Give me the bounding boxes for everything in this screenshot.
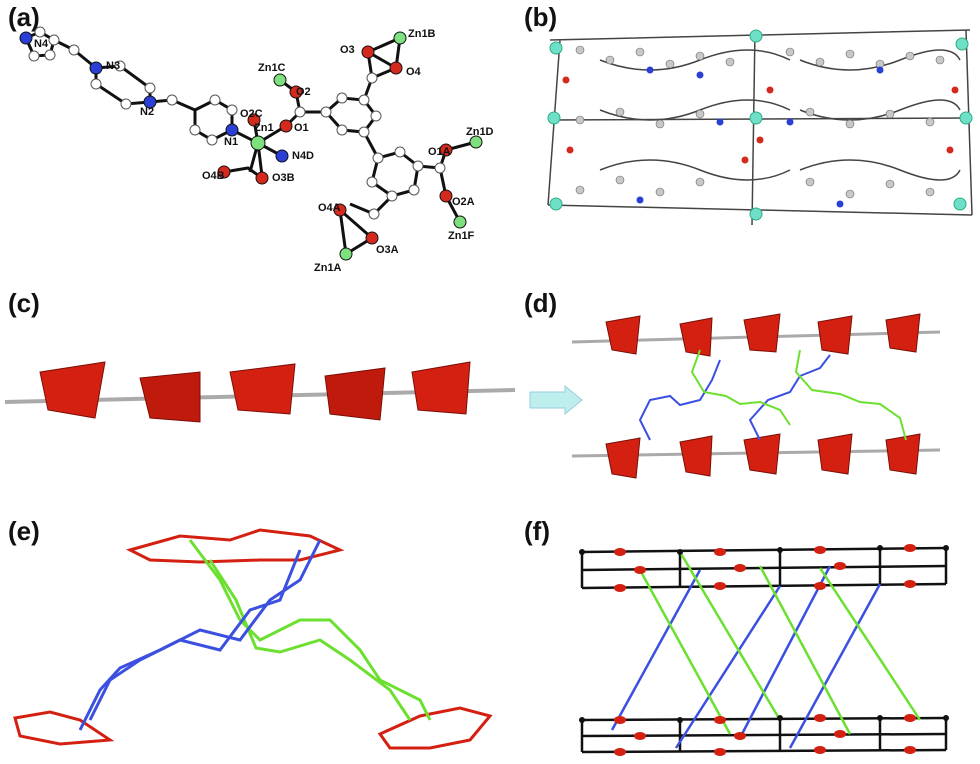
label-O4A: O4A (318, 202, 341, 214)
label-N4D: N4D (292, 150, 315, 162)
label-O4: O4 (406, 66, 421, 78)
panel-label-c: (c) (8, 288, 40, 318)
label-Zn1: Zn1 (254, 122, 274, 134)
label-Zn1F: Zn1F (448, 230, 475, 242)
label-O2A: O2A (452, 196, 475, 208)
panel-a-structure (19, 26, 483, 261)
label-Zn1C: Zn1C (258, 62, 286, 74)
label-Zn1D: Zn1D (466, 126, 494, 138)
label-N3: N3 (106, 60, 121, 72)
panel-label-d: (d) (524, 288, 558, 318)
label-O3B: O3B (272, 172, 295, 184)
label-Zn1B: Zn1B (408, 28, 436, 40)
label-O4B: O4B (202, 170, 225, 182)
panel-label-b: (b) (524, 2, 558, 32)
panel-label-f: (f) (524, 516, 550, 546)
panel-label-e: (e) (8, 516, 40, 546)
label-O1A: O1A (428, 146, 451, 158)
label-N4: N4 (34, 38, 49, 50)
panel-label-a: (a) (8, 2, 40, 32)
label-O2C: O2C (240, 108, 263, 120)
label-O3A: O3A (376, 244, 399, 256)
panel-b-packing (547, 29, 973, 226)
label-N2: N2 (140, 106, 155, 118)
label-O2: O2 (296, 86, 311, 98)
label-N1: N1 (224, 136, 239, 148)
label-Zn1A: Zn1A (314, 262, 342, 274)
label-O3: O3 (340, 44, 355, 56)
label-O1: O1 (294, 122, 309, 134)
